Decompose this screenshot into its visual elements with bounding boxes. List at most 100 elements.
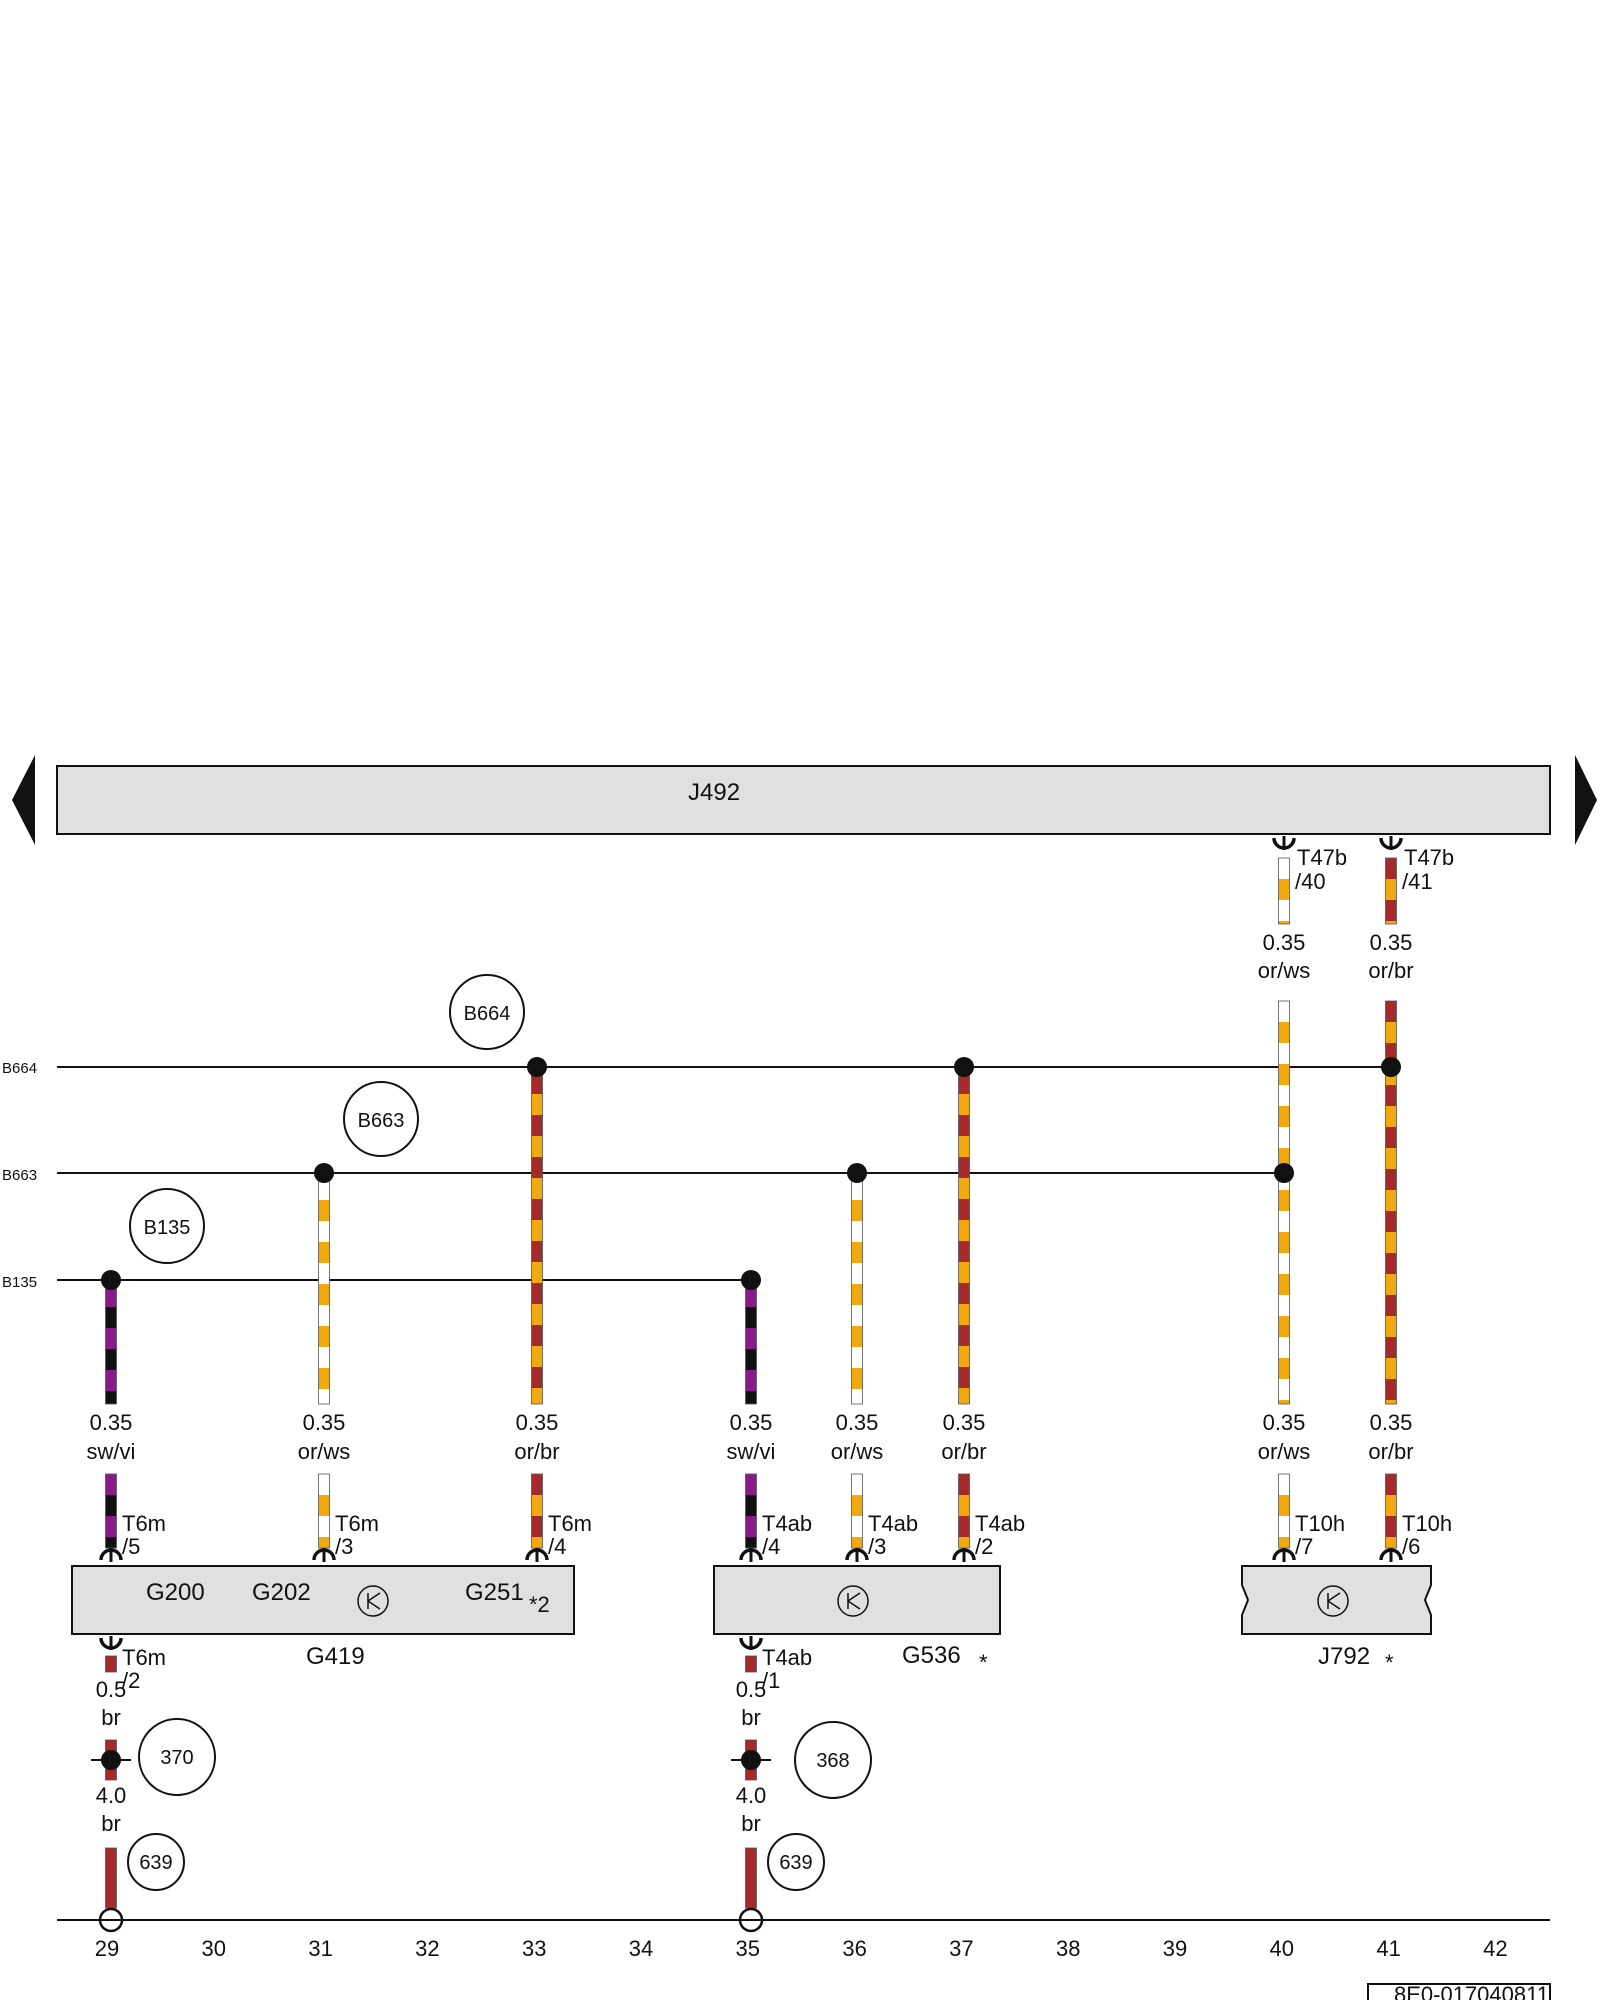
ground-wire-0-top-outline xyxy=(105,1655,117,1673)
wire-4-upper-segment xyxy=(851,1263,863,1284)
wire-7-upper-segment xyxy=(1385,1400,1397,1404)
wire-7-upper-segment xyxy=(1385,1379,1397,1400)
wire-6-upper-segment xyxy=(1278,1232,1290,1253)
top-wire-1-segment xyxy=(1385,921,1397,924)
wire-7-upper-segment xyxy=(1385,1316,1397,1337)
svg-text:T4ab: T4ab xyxy=(762,1511,812,1536)
control-unit-box xyxy=(56,765,1551,835)
svg-text:T47b: T47b xyxy=(1297,845,1347,870)
svg-text:/3: /3 xyxy=(868,1534,886,1559)
wire-4-upper xyxy=(851,1178,863,1405)
wire-6-upper-segment xyxy=(1278,1295,1290,1316)
wire-1-upper-segment xyxy=(318,1284,330,1305)
svg-text:T6m: T6m xyxy=(122,1511,166,1536)
component-g419[interactable]: G200 G202 G251 *2 G419 xyxy=(71,1565,575,1670)
wire-7-upper-segment xyxy=(1385,1211,1397,1232)
continue-left-arrow-icon[interactable] xyxy=(12,755,35,845)
wire-2-upper-segment xyxy=(531,1304,543,1325)
top-wire-1-segment xyxy=(1385,879,1397,900)
ground-wire-1-bottom xyxy=(745,1847,757,1909)
wire-1-upper-segment xyxy=(318,1200,330,1221)
svg-text:br: br xyxy=(741,1811,761,1836)
svg-text:T47b: T47b xyxy=(1404,845,1454,870)
track-number: 39 xyxy=(1163,1936,1187,1961)
splice-bubble-b135: B135 xyxy=(129,1188,205,1264)
wire-7-lower-segment xyxy=(1385,1537,1397,1548)
wire-2-upper-segment xyxy=(531,1262,543,1283)
svg-text:T6m: T6m xyxy=(335,1511,379,1536)
svg-text:br: br xyxy=(101,1705,121,1730)
wire-1-upper-segment xyxy=(318,1326,330,1347)
svg-text:*: * xyxy=(1385,1650,1394,1675)
top-wire-0 xyxy=(1278,857,1290,925)
top-wire-1 xyxy=(1385,857,1397,925)
wire-4-upper-segment xyxy=(851,1347,863,1368)
wire-0-upper-segment xyxy=(105,1349,117,1370)
wire-7-upper-segment xyxy=(1385,1043,1397,1064)
continue-right-arrow-icon[interactable] xyxy=(1575,755,1597,845)
svg-text:/2: /2 xyxy=(975,1534,993,1559)
top-wire-0-segment xyxy=(1278,921,1290,924)
wire-6-upper-segment xyxy=(1278,1190,1290,1211)
splice-bubble-b663: B663 xyxy=(343,1081,419,1157)
wire-4-upper-segment xyxy=(851,1389,863,1404)
svg-text:0.35: 0.35 xyxy=(1263,1410,1306,1435)
wire-3-lower-segment xyxy=(745,1516,757,1537)
wire-6-upper-outline xyxy=(1278,1000,1290,1405)
wire-2-lower-segment xyxy=(531,1495,543,1516)
wire-7-upper-outline xyxy=(1385,1000,1397,1405)
wire-2-upper-segment xyxy=(531,1073,543,1094)
svg-text:0.35: 0.35 xyxy=(943,1410,986,1435)
wire-3-lower xyxy=(745,1473,757,1549)
wire-6-upper-segment xyxy=(1278,1001,1290,1022)
ground-wire-1-top-outline xyxy=(745,1655,757,1673)
wire-3-upper-segment xyxy=(745,1349,757,1370)
ground-wire-0-mid-segment xyxy=(105,1761,117,1780)
wire-6-upper-segment xyxy=(1278,1358,1290,1379)
wire-labels: 0.35 sw/vi 0.35 or/ws 0.35 or/br 0.35 sw… xyxy=(87,1410,1414,1464)
wire-layer xyxy=(91,836,1403,1933)
svg-text:*: * xyxy=(979,1650,988,1675)
wire-7-upper-segment xyxy=(1385,1358,1397,1379)
wire-2-upper-segment xyxy=(531,1157,543,1178)
splice-dot-5 xyxy=(954,1057,974,1077)
wire-6-upper-segment xyxy=(1278,1316,1290,1337)
svg-text:/40: /40 xyxy=(1295,869,1326,894)
wire-6-lower xyxy=(1278,1473,1290,1549)
svg-text:G202: G202 xyxy=(252,1579,311,1606)
svg-text:0.35: 0.35 xyxy=(836,1410,879,1435)
svg-text:sw/vi: sw/vi xyxy=(87,1439,136,1464)
wire-7-upper-segment xyxy=(1385,1337,1397,1358)
component-g536[interactable]: G536 * xyxy=(713,1565,1001,1675)
wire-7-upper-segment xyxy=(1385,1274,1397,1295)
rail-label-b135: B135 xyxy=(2,1274,37,1291)
sensor-icon xyxy=(837,1585,869,1617)
wire-0-upper-segment xyxy=(105,1391,117,1404)
wire-2-upper-segment xyxy=(531,1241,543,1262)
svg-text:639: 639 xyxy=(139,1852,172,1874)
svg-text:T6m: T6m xyxy=(122,1645,166,1670)
svg-text:G251: G251 xyxy=(465,1579,524,1606)
document-id-box: 8E0-017040811 xyxy=(1367,1982,1551,2000)
pin-symbol-5 xyxy=(952,1548,976,1562)
svg-text:/7: /7 xyxy=(1295,1534,1313,1559)
wire-0-lower-segment xyxy=(105,1495,117,1516)
component-j792[interactable]: J792 * xyxy=(1241,1565,1432,1675)
svg-text:0.35: 0.35 xyxy=(303,1410,346,1435)
top-wire-1-outline xyxy=(1385,857,1397,925)
wire-5-upper-segment xyxy=(958,1094,970,1115)
sensor-arrow xyxy=(367,1592,381,1610)
wire-2-upper-segment xyxy=(531,1094,543,1115)
wire-5-upper-segment xyxy=(958,1115,970,1136)
wire-5-lower xyxy=(958,1473,970,1549)
wire-1-upper-segment xyxy=(318,1221,330,1242)
wire-4-upper-segment xyxy=(851,1179,863,1200)
wire-2-lower-segment xyxy=(531,1516,543,1537)
wire-5-lower-segment xyxy=(958,1516,970,1537)
wire-5-upper-segment xyxy=(958,1325,970,1346)
ground-wire-1-top-segment xyxy=(745,1656,757,1672)
svg-text:0.5: 0.5 xyxy=(96,1677,127,1702)
wire-6-lower-segment xyxy=(1278,1495,1290,1516)
